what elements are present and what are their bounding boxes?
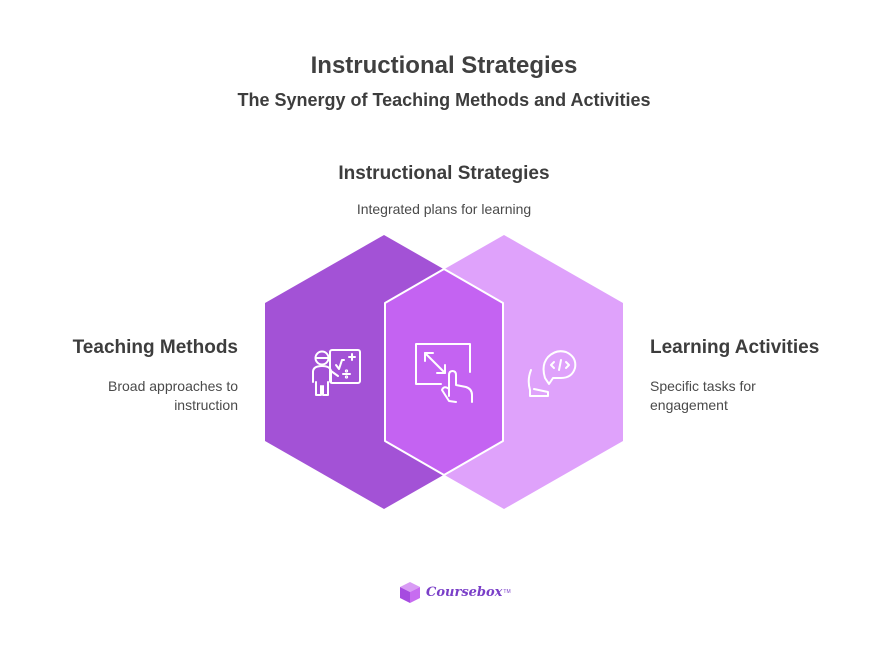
right-node-description-line1: Specific tasks for (650, 378, 756, 394)
hand-code-bubble-icon (527, 350, 577, 397)
right-node-description-line2: engagement (650, 397, 728, 413)
touch-screen-expand-icon (415, 343, 473, 403)
logo-wordmark: Coursebox (426, 584, 503, 600)
left-node-title: Teaching Methods (72, 337, 238, 358)
center-node-title: Instructional Strategies (338, 163, 550, 184)
center-node-description: Integrated plans for learning (356, 201, 532, 217)
page-title: Instructional Strategies (310, 52, 578, 79)
logo-trademark: TM (503, 589, 511, 595)
coursebox-logo: Coursebox TM (398, 580, 511, 604)
cube-logo-icon (400, 582, 420, 603)
left-node-description-line2: instruction (174, 397, 238, 413)
right-node-title: Learning Activities (650, 337, 820, 358)
page-subtitle: The Synergy of Teaching Methods and Acti… (237, 90, 651, 110)
teacher-math-board-icon (312, 349, 361, 396)
left-node-description-line1: Broad approaches to (108, 378, 238, 394)
